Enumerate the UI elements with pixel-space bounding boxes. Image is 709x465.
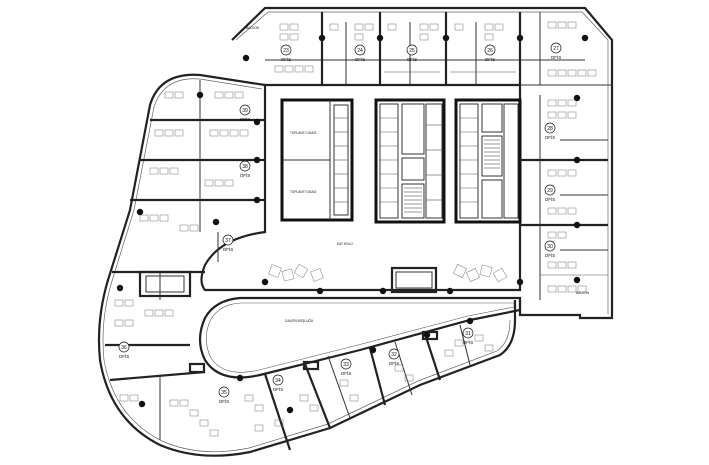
office-number: 25 [409,48,415,54]
gallery-void: GALERİ BOŞLUĞU [198,296,522,379]
office-36-marker: 36 OFİS [118,341,130,359]
office-31-marker: 31 OFİS [462,327,474,345]
office-label: OFİS [240,172,251,178]
meeting-room-1-label: TOPLANTI ODASI [290,131,316,135]
office-label: OFİS [463,339,474,345]
building-core: TOPLANTI ODASI TOPLANTI ODASI [280,98,522,294]
office-39-marker: 39 OFİS [239,104,251,122]
office-label: OFİS [273,386,284,392]
building-envelope [97,6,614,457]
office-32-marker: 32 OFİS [388,348,400,366]
right-wing-partitions [520,95,608,300]
office-number: 29 [547,188,553,194]
office-label: OFİS [545,134,556,140]
structural-columns [116,34,589,414]
office-label: OFİS [545,252,556,258]
hall-seating [268,263,508,283]
office-number: 36 [121,345,127,351]
balcony-label-right: BALKON [576,291,590,295]
office-label: OFİS [407,56,418,62]
floor-hall-label: KAT HOLÜ [337,242,353,246]
office-label: OFİS [545,196,556,202]
office-number: 35 [221,390,227,396]
office-23-marker: 23 OFİS [280,44,292,62]
office-25-marker: 25 OFİS [406,44,418,62]
balcony-label-top: BALKON [246,26,260,30]
office-37-marker: 37 OFİS [222,234,234,252]
office-number: 34 [275,378,281,384]
furniture [114,21,597,437]
office-label: OFİS [223,246,234,252]
office-label: OFİS [551,54,562,60]
office-number: 31 [465,331,471,337]
office-33-marker: 33 OFİS [340,358,352,376]
office-markers: 23 OFİS 24 OFİS 25 OFİS 26 OFİS 27 OFİS … [118,42,562,404]
office-label: OFİS [119,353,130,359]
office-26-marker: 26 OFİS [484,44,496,62]
office-24-marker: 24 OFİS [354,44,366,62]
office-label: OFİS [240,116,251,122]
office-number: 38 [242,164,248,170]
office-number: 30 [547,244,553,250]
office-number: 33 [343,362,349,368]
office-number: 26 [487,48,493,54]
office-label: OFİS [219,398,230,404]
office-label: OFİS [485,56,496,62]
floor-hall [200,83,522,292]
office-number: 37 [225,238,231,244]
office-number: 32 [391,352,397,358]
office-34-marker: 34 OFİS [272,374,284,392]
office-30-marker: 30 OFİS [544,240,556,258]
office-number: 39 [242,108,248,114]
meeting-room-2-label: TOPLANTI ODASI [290,190,316,194]
office-number: 27 [553,46,559,52]
office-27-marker: 27 OFİS [550,42,562,60]
office-29-marker: 29 OFİS [544,184,556,202]
office-35-marker: 35 OFİS [218,386,230,404]
office-label: OFİS [341,370,352,376]
gallery-label: GALERİ BOŞLUĞU [285,318,314,323]
office-label: OFİS [355,56,366,62]
office-number: 24 [357,48,363,54]
left-wing-partitions [105,80,265,440]
office-number: 28 [547,126,553,132]
bottom-wing-partitions [263,324,471,451]
office-label: OFİS [389,360,400,366]
office-label: OFİS [281,56,292,62]
office-number: 23 [283,48,289,54]
office-28-marker: 28 OFİS [544,122,556,140]
office-38-marker: 38 OFİS [239,160,251,178]
